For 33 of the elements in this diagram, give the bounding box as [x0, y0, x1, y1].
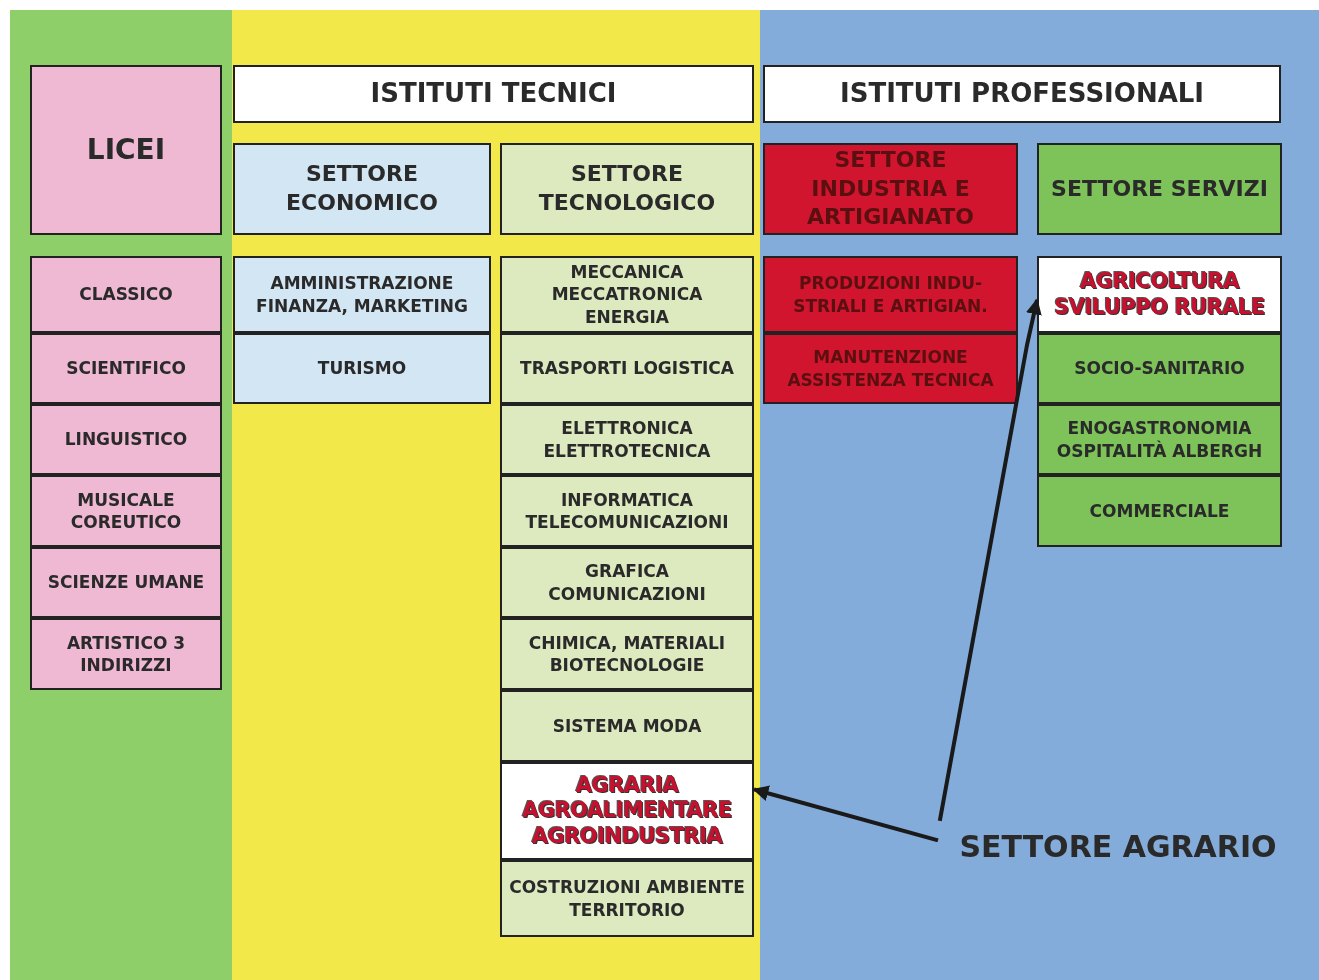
callout-label: SETTORE AGRARIO	[938, 818, 1298, 874]
sector-box: SETTORE ECONOMICO	[233, 143, 491, 235]
course-box: ARTISTICO 3 INDIRIZZI	[30, 618, 222, 690]
school-type-box: ISTITUTI TECNICI	[233, 65, 754, 123]
course-box: AMMINISTRAZIONE FINANZA, MARKETING	[233, 256, 491, 333]
course-box: COSTRUZIONI AMBIENTE TERRITORIO	[500, 860, 754, 937]
course-box: COMMERCIALE	[1037, 475, 1282, 547]
course-box: PRODUZIONI INDU- STRIALI E ARTIGIAN.	[763, 256, 1018, 333]
sector-box: SETTORE SERVIZI	[1037, 143, 1282, 235]
course-box: MECCANICA MECCATRONICA ENERGIA	[500, 256, 754, 333]
course-box: GRAFICA COMUNICAZIONI	[500, 547, 754, 618]
course-box: AGRICOLTURA SVILUPPO RURALE	[1037, 256, 1282, 333]
course-box: SCIENTIFICO	[30, 333, 222, 404]
course-box: MUSICALE COREUTICO	[30, 475, 222, 547]
course-box: AGRARIA AGROALIMENTARE AGROINDUSTRIA	[500, 762, 754, 860]
course-box: ENOGASTRONOMIA OSPITALITÀ ALBERGH	[1037, 404, 1282, 475]
arrow	[752, 785, 939, 843]
sector-box: SETTORE TECNOLOGICO	[500, 143, 754, 235]
course-box: CHIMICA, MATERIALI BIOTECNOLOGIE	[500, 618, 754, 690]
school-type-box: ISTITUTI PROFESSIONALI	[763, 65, 1281, 123]
course-box: ELETTRONICA ELETTROTECNICA	[500, 404, 754, 475]
course-box: TRASPORTI LOGISTICA	[500, 333, 754, 404]
arrow	[937, 298, 1042, 822]
course-box: INFORMATICA TELECOMUNICAZIONI	[500, 475, 754, 547]
course-box: TURISMO	[233, 333, 491, 404]
school-type-box: LICEI	[30, 65, 222, 235]
course-box: MANUTENZIONE ASSISTENZA TECNICA	[763, 333, 1018, 404]
course-box: SCIENZE UMANE	[30, 547, 222, 618]
course-box: CLASSICO	[30, 256, 222, 333]
sector-box: SETTORE INDUSTRIA E ARTIGIANATO	[763, 143, 1018, 235]
course-box: SOCIO-SANITARIO	[1037, 333, 1282, 404]
course-box: SISTEMA MODA	[500, 690, 754, 762]
course-box: LINGUISTICO	[30, 404, 222, 475]
